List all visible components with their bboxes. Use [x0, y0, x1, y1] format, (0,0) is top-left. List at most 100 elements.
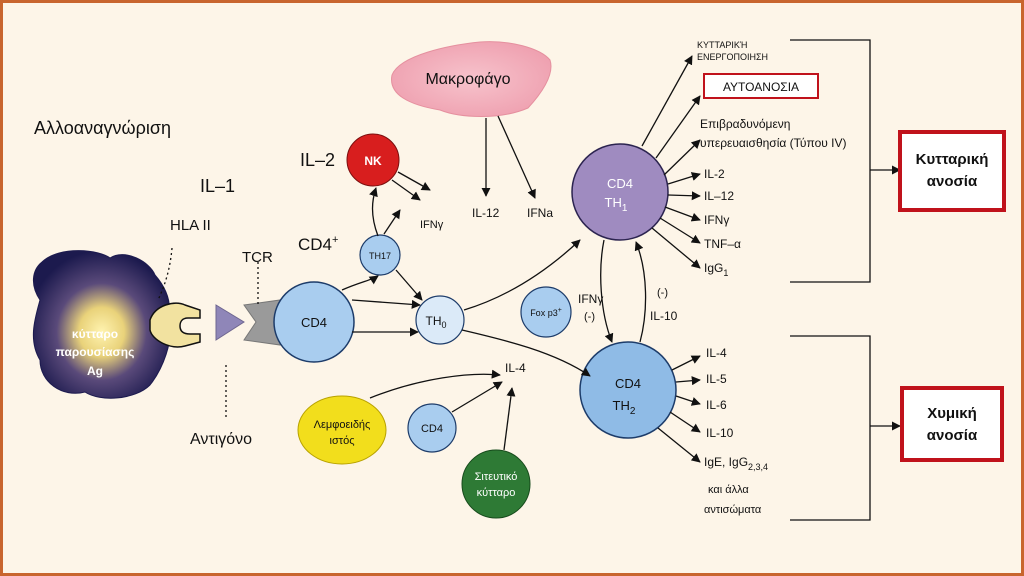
- th17-label: TH17: [369, 251, 391, 261]
- foxp3-label: Fox p3+: [530, 307, 562, 318]
- dth-line2: υπερευαισθησία (Τύπου IV): [700, 136, 847, 150]
- macrophage-label: Μακροφάγο: [425, 71, 510, 88]
- th2-label-line2: TH2: [613, 398, 636, 417]
- minus-foxp3-label: (-): [584, 311, 595, 323]
- th2-il6-label: IL-6: [706, 398, 727, 412]
- mast-cell: [461, 449, 531, 519]
- cell-activation-line2: ΕΝΕΡΓΟΠΟΙΗΣΗ: [697, 52, 768, 62]
- th2-text: TH: [613, 398, 630, 413]
- cd4-th2-cell: [579, 341, 677, 439]
- cellular-line2: ανοσία: [927, 173, 978, 190]
- arrow-th1-autoimmunity: [655, 95, 701, 159]
- mast-label-line1: Σιτευτικό: [475, 471, 518, 483]
- arrow-lymphoid-to-il4: [369, 369, 501, 399]
- minus-th-label: (-): [657, 287, 668, 299]
- arrow-th2-il4: [671, 355, 701, 371]
- arrow-th17-to-th0: [395, 269, 423, 301]
- arrow-th0-to-th2: [461, 329, 591, 377]
- arrow-cd4-to-th17: [341, 275, 379, 291]
- arrow-th1-to-th2: [600, 239, 614, 343]
- arrow-th2-il5: [675, 376, 701, 386]
- ige-text: IgE, IgG: [704, 455, 748, 469]
- lymphoid-label-line1: Λεμφοειδής: [314, 419, 371, 431]
- th2-sub: 2: [630, 406, 636, 417]
- il4-mid-label: IL-4: [505, 361, 526, 375]
- cd4-small-label: CD4: [421, 423, 443, 435]
- il1-label: IL–1: [200, 176, 235, 196]
- arrow-th1-tnfa: [659, 217, 701, 244]
- arrow-mast-to-il4: [503, 387, 516, 451]
- cd4plus-label: CD4+: [298, 234, 338, 254]
- arrow-th2-il10: [669, 411, 701, 433]
- ifna-label: IFNa: [527, 206, 553, 220]
- cellular-immunity-box: [898, 130, 1006, 212]
- arrow-nk-to-ifng-a: [397, 171, 431, 191]
- th1-sub: 1: [622, 203, 628, 214]
- humoral-immunity-box: [900, 386, 1004, 462]
- th1-tnfa-label: TNF–α: [704, 237, 741, 251]
- tcr-shape: [243, 299, 281, 346]
- other-antibodies-line2: αντισώματα: [704, 504, 762, 516]
- ifng-foxp3-label: IFNγ: [578, 292, 603, 306]
- arrow-th0-to-th1: [463, 239, 581, 311]
- igg1-sub: 1: [723, 268, 728, 278]
- cd4plus-sup: +: [332, 234, 338, 246]
- cd4-main-cell: [273, 281, 355, 363]
- arrow-th2-ige: [657, 427, 701, 463]
- arrow-th17-ifng: [383, 209, 401, 235]
- arrows: [341, 55, 901, 463]
- th1-il12-label: IL–12: [704, 189, 734, 203]
- arrow-th1-il2: [667, 172, 701, 185]
- other-antibodies-line1: και άλλα: [708, 484, 749, 496]
- dth-line1: Επιβραδυνόμενη: [700, 117, 790, 131]
- cd4-main-label: CD4: [301, 315, 327, 330]
- arrow-th1-ifng: [664, 206, 701, 222]
- hla-label: HLA II: [170, 217, 211, 234]
- arrow-cd4-to-il4: [451, 381, 503, 413]
- apc-label-line3: Ag: [87, 364, 103, 378]
- ige-sub: 2,3,4: [748, 462, 768, 472]
- cellular-line1: Κυτταρική: [916, 151, 989, 168]
- il12-mac-label: IL-12: [472, 206, 500, 220]
- ifng-nk-label: IFNγ: [420, 219, 444, 231]
- cd4plus-text: CD4: [298, 235, 332, 254]
- arrow-th1-il12: [667, 191, 701, 201]
- cd4-small-cell: [407, 403, 457, 453]
- th2-label-line1: CD4: [615, 376, 641, 391]
- cell-activation-line1: ΚΥΤΤΑΡΙΚΉ: [697, 40, 747, 50]
- th2-il5-label: IL-5: [706, 372, 727, 386]
- macrophage-cell: [391, 41, 552, 117]
- th0-sub: 0: [441, 320, 446, 330]
- th2-ige-label: IgE, IgG2,3,4: [704, 455, 768, 472]
- th1-bracket: [790, 39, 871, 283]
- th1-ifng-label: IFNγ: [704, 213, 729, 227]
- arrow-th1-dth: [663, 139, 701, 176]
- th0-text: TH: [425, 314, 441, 328]
- hla-pointer: [157, 247, 173, 301]
- th1-label-line1: CD4: [607, 176, 633, 191]
- antigen-shape: [215, 304, 245, 341]
- th1-label-line2: TH1: [605, 195, 628, 214]
- apc-label-line2: παρουσίασης: [56, 345, 135, 359]
- th2-il10-label: IL-10: [706, 426, 734, 440]
- arrow-th2-il6: [675, 395, 701, 406]
- arrow-th2-to-th1: [634, 241, 647, 343]
- foxp3-sup: +: [558, 307, 562, 314]
- humoral-line2: ανοσία: [927, 427, 978, 444]
- th2-il4-label: IL-4: [706, 346, 727, 360]
- apc-label-line1: κύτταρο: [72, 327, 118, 341]
- igg1-text: IgG: [704, 261, 723, 275]
- autoimmunity-box: [703, 73, 819, 99]
- title: Αλλοαναγνώριση: [34, 118, 171, 138]
- th2-bracket: [790, 335, 871, 521]
- th1-text: TH: [605, 195, 622, 210]
- nk-label: NK: [364, 154, 382, 168]
- th1-il2-label: IL-2: [704, 167, 725, 181]
- autoimmunity-label: ΑΥΤΟΑΝΟΣΙΑ: [723, 80, 799, 94]
- antigen-label: Αντιγόνο: [190, 431, 252, 448]
- arrow-th17-to-nk: [369, 187, 379, 237]
- arrow-th1-activation: [641, 55, 693, 147]
- arrow-cd4-to-th0-a: [351, 299, 421, 309]
- foxp3-text: Fox p3: [530, 308, 558, 318]
- foxp3-cell: [520, 286, 572, 338]
